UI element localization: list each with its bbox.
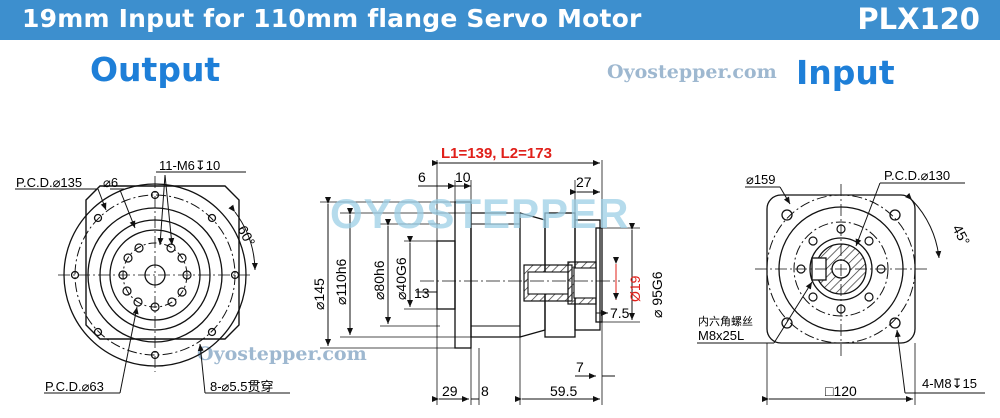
output-thread-holes-label: 11-M6↧10	[159, 158, 220, 173]
side-dim-40: ⌀40G6	[393, 257, 409, 300]
side-dim-95: ⌀ 95G6	[649, 271, 665, 318]
input-pcd: P.C.D.⌀130	[884, 168, 950, 183]
input-mount-holes-label: 4-M8↧15	[922, 376, 977, 391]
side-dim-59-5: 59.5	[550, 383, 577, 399]
side-dim-7-5: 7.5	[610, 305, 630, 321]
output-pin-dia: ⌀6	[103, 175, 118, 190]
input-angle: 45°	[949, 222, 973, 248]
output-label: Output	[90, 50, 221, 89]
input-d-159: ⌀159	[746, 172, 776, 187]
side-dim-80: ⌀80h6	[371, 260, 387, 300]
side-lengths: L1=139, L2=173	[441, 145, 552, 162]
input-socket-note: 内六角螺丝	[698, 314, 753, 328]
output-through-holes: 8-⌀5.5贯穿	[210, 379, 273, 394]
watermark-logo: OYOSTEPPER	[330, 190, 629, 237]
side-dim-8: 8	[481, 383, 489, 399]
side-view	[320, 160, 640, 405]
side-dim-27: 27	[576, 174, 592, 190]
side-dim-19: Ø19	[627, 275, 643, 302]
output-pcd-outer: P.C.D.⌀135	[16, 175, 82, 190]
side-dim-7: 7	[576, 359, 584, 375]
side-dim-6: 6	[418, 169, 426, 185]
model-label: PLX120	[857, 2, 980, 36]
input-socket-size: M8x25L	[698, 328, 744, 343]
output-pcd-inner: P.C.D.⌀63	[45, 379, 104, 394]
watermark-site-bottom: Oyostepper.com	[197, 343, 367, 365]
input-view	[697, 182, 985, 405]
header-banner: 19mm Input for 110mm flange Servo Motor …	[0, 0, 1000, 40]
page-title: 19mm Input for 110mm flange Servo Motor	[22, 4, 642, 33]
output-angle: 60°	[235, 223, 259, 249]
input-mount-holes	[781, 209, 901, 329]
input-label: Input	[796, 53, 895, 92]
side-dim-13: 13	[414, 285, 430, 301]
side-dim-110: ⌀110h6	[333, 258, 349, 305]
output-view	[15, 171, 290, 394]
side-dim-29: 29	[442, 383, 458, 399]
side-dim-10: 10	[455, 169, 471, 185]
input-square: □120	[825, 383, 857, 399]
side-dim-145: ⌀145	[311, 278, 327, 310]
watermark-site-top: Oyostepper.com	[607, 61, 777, 83]
